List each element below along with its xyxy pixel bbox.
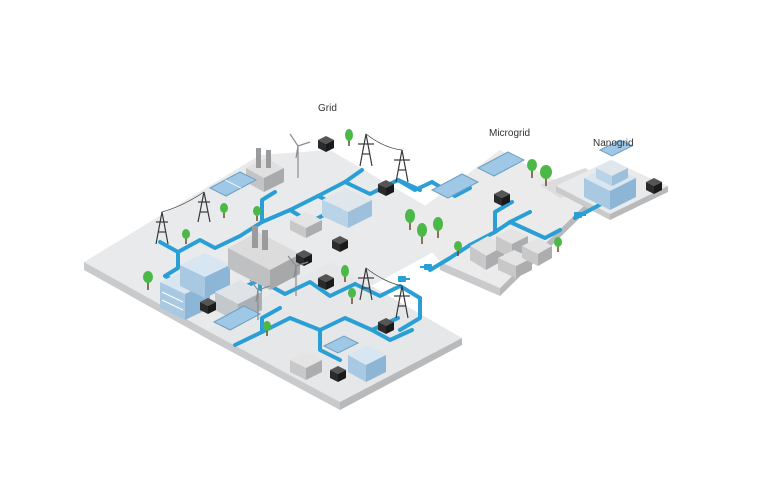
pylons	[155, 133, 410, 319]
houses	[290, 212, 552, 380]
tree-icon	[405, 209, 415, 230]
house-icon	[522, 238, 552, 266]
wind-turbine-icon	[249, 279, 271, 320]
wind-turbines	[249, 133, 311, 320]
tree-icon	[540, 165, 552, 186]
pylon-icon	[394, 149, 410, 183]
battery-icon	[318, 136, 334, 152]
house-icon	[470, 236, 504, 270]
battery-icon	[330, 366, 346, 382]
battery-icon	[378, 318, 394, 334]
solar-panel-icon	[208, 171, 258, 197]
tree-icon	[341, 265, 349, 282]
battery-icon	[646, 178, 662, 194]
solar-panel-icon	[476, 151, 526, 177]
tree-icon	[433, 217, 443, 238]
battery-icon	[318, 274, 334, 290]
office-building-icon	[322, 188, 372, 228]
solar-panel-icon	[598, 139, 634, 157]
house-icon	[290, 352, 322, 380]
tree-icon	[554, 237, 562, 252]
battery-icon	[200, 298, 216, 314]
connector-plug-icon	[420, 264, 432, 270]
solar-panel-icon	[212, 305, 262, 331]
house-icon	[498, 250, 532, 278]
tree-icon	[220, 203, 228, 218]
connector-plug-icon	[398, 276, 410, 282]
tree-icon	[253, 206, 261, 221]
connector-plugs	[398, 212, 586, 282]
wind-turbine-icon	[289, 133, 311, 178]
trees	[143, 129, 562, 336]
tree-icon	[143, 271, 153, 290]
solar-panel-icon	[322, 335, 360, 354]
wind-turbine-icon	[287, 255, 309, 296]
battery-icon	[494, 190, 510, 206]
solar-panels	[208, 139, 634, 354]
battery-icon	[378, 180, 394, 196]
tree-icon	[182, 229, 190, 244]
connector-plug-icon	[574, 212, 586, 218]
solar-panel-icon	[430, 173, 480, 199]
grid-label: Grid	[318, 103, 337, 114]
office-building-icon	[180, 253, 230, 298]
battery-icon	[332, 236, 348, 252]
tree-icon	[417, 223, 427, 244]
office-building-icon	[348, 345, 386, 382]
nanogrid-label: Nanogrid	[593, 138, 634, 149]
tree-icon	[454, 241, 462, 256]
grid-platform-lower	[206, 262, 462, 402]
tree-icon	[527, 159, 537, 178]
tree-icon	[263, 321, 271, 336]
microgrid-label: Microgrid	[489, 128, 531, 139]
pylon-icon	[358, 133, 374, 167]
nanogrid-office-building-icon	[584, 160, 636, 210]
tree-icon	[345, 129, 353, 146]
house-icon	[290, 212, 322, 238]
tree-icon	[348, 288, 356, 304]
